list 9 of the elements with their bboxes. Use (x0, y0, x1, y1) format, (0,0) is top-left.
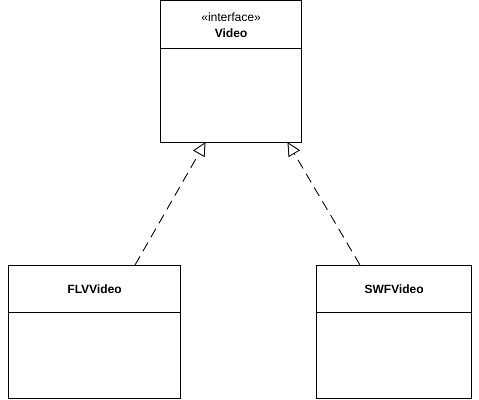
realization-arrow (288, 142, 360, 266)
class-name: FLVVideo (67, 281, 122, 297)
class-name: SWFVideo (364, 281, 424, 297)
class-box (8, 265, 181, 399)
class-name: Video (214, 24, 248, 40)
realization-arrow (134, 142, 206, 266)
class-box (160, 0, 302, 143)
class-box (316, 265, 472, 399)
stereotype-label: «interface» (201, 8, 261, 24)
